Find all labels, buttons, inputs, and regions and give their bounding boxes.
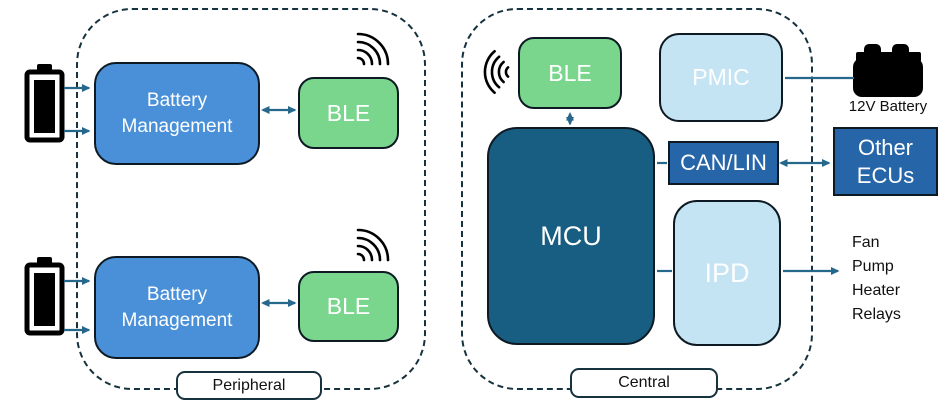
wifi-signal-icon bbox=[483, 50, 510, 94]
battery-management-label: Battery Management bbox=[121, 89, 233, 137]
ble-label: BLE bbox=[326, 293, 371, 319]
can-lin-label: CAN/LIN bbox=[680, 150, 767, 176]
ble-label: BLE bbox=[326, 99, 371, 126]
wifi-signal-icon bbox=[356, 228, 390, 262]
central-label-text: Central bbox=[618, 374, 670, 391]
load-item: Relays bbox=[852, 306, 901, 323]
ble-box-2: BLE bbox=[298, 271, 399, 342]
battery-management-label: Battery Management bbox=[121, 283, 233, 331]
load-item: Heater bbox=[852, 282, 901, 299]
battery-icon bbox=[24, 64, 65, 143]
battery-12v-label: 12V Battery bbox=[848, 98, 928, 115]
ble-label: BLE bbox=[548, 59, 592, 86]
pmic-box: PMIC bbox=[659, 33, 783, 122]
battery-management-box-2: Battery Management bbox=[94, 256, 260, 359]
other-ecus-box: Other ECUs bbox=[833, 127, 938, 196]
car-battery-icon bbox=[853, 44, 923, 97]
battery-icon bbox=[24, 257, 65, 336]
pmic-label: PMIC bbox=[692, 64, 750, 90]
peripheral-zone-label: Peripheral bbox=[176, 371, 322, 400]
load-item: Pump bbox=[852, 258, 894, 275]
ipd-box: IPD bbox=[673, 200, 781, 346]
central-zone-label: Central bbox=[570, 368, 718, 398]
ble-box-1: BLE bbox=[298, 77, 399, 149]
loads-list: Fan Pump Heater Relays bbox=[852, 231, 901, 327]
load-item: Fan bbox=[852, 234, 880, 251]
other-ecus-label: Other ECUs bbox=[856, 135, 915, 188]
can-lin-box: CAN/LIN bbox=[668, 141, 779, 185]
ipd-label: IPD bbox=[704, 257, 750, 288]
ble-box-central: BLE bbox=[518, 37, 622, 109]
battery-management-box-1: Battery Management bbox=[94, 62, 260, 165]
wifi-signal-icon bbox=[356, 32, 390, 66]
mcu-box: MCU bbox=[487, 127, 655, 345]
mcu-label: MCU bbox=[540, 220, 602, 251]
peripheral-label-text: Peripheral bbox=[212, 376, 286, 394]
